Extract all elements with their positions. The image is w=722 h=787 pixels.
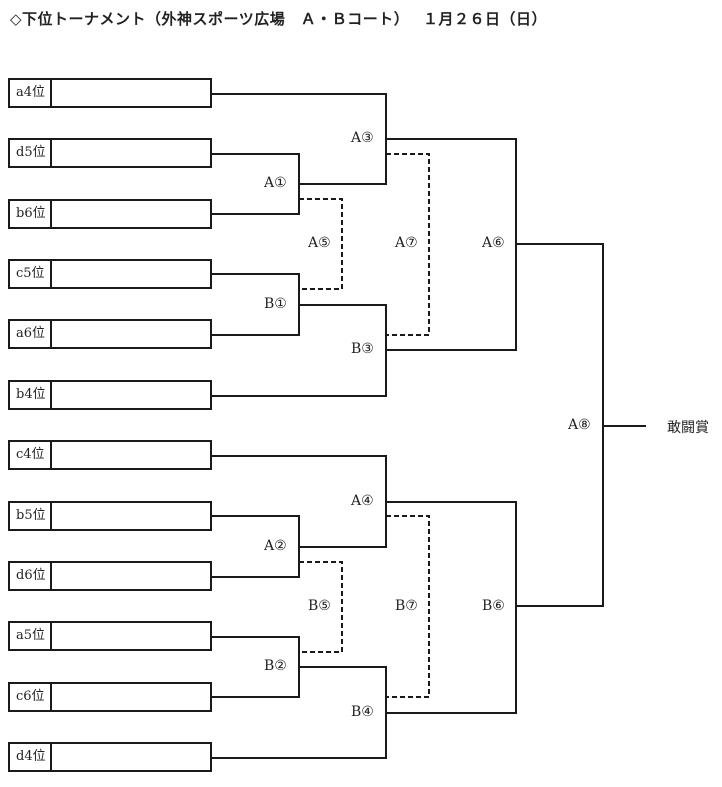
page-title: ◇下位トーナメント（外神スポーツ広場 Ａ・Ｂコート） １月２６日（日）	[10, 10, 547, 28]
entry-seed: a6位	[10, 321, 52, 347]
match-label-b3: B③	[349, 341, 376, 357]
entry-seed: d5位	[10, 140, 52, 166]
match-label-a8: A⑧	[566, 417, 593, 433]
match-label-b7: B⑦	[393, 598, 420, 614]
entry-seed: b5位	[10, 503, 52, 529]
entry-box: b4位	[8, 380, 212, 410]
entry-seed: c5位	[10, 261, 52, 287]
entry-seed: d6位	[10, 563, 52, 589]
award-label: 敢闘賞	[667, 420, 709, 436]
entry-seed: a5位	[10, 623, 52, 649]
match-label-a4: A④	[349, 493, 376, 509]
match-label-a7: A⑦	[393, 235, 420, 251]
entry-box: c4位	[8, 440, 212, 470]
entry-box: c6位	[8, 682, 212, 712]
entry-box: a6位	[8, 319, 212, 349]
match-label-b4: B④	[349, 704, 376, 720]
entry-box: d4位	[8, 742, 212, 772]
entry-seed: c4位	[10, 442, 52, 468]
entry-seed: a4位	[10, 80, 52, 106]
match-label-b5: B⑤	[306, 598, 333, 614]
entry-box: d6位	[8, 561, 212, 591]
bracket-line-b6	[386, 501, 517, 714]
match-label-b2: B②	[262, 658, 289, 674]
match-label-b1: B①	[262, 296, 289, 312]
match-label-b6: B⑥	[480, 598, 507, 614]
entry-box: c5位	[8, 259, 212, 289]
match-label-a2: A②	[262, 538, 289, 554]
bracket-line-b5	[299, 561, 343, 653]
entry-box: a4位	[8, 78, 212, 108]
entry-box: b6位	[8, 199, 212, 229]
match-label-a5: A⑤	[306, 235, 333, 251]
entry-seed: c6位	[10, 684, 52, 710]
entry-box: d5位	[8, 138, 212, 168]
entry-seed: b4位	[10, 382, 52, 408]
match-label-a3: A③	[349, 130, 376, 146]
bracket-line-a5	[299, 198, 343, 290]
entry-seed: b6位	[10, 201, 52, 227]
entry-seed: d4位	[10, 744, 52, 770]
entry-box: b5位	[8, 501, 212, 531]
match-label-a6: A⑥	[480, 235, 507, 251]
entry-box: a5位	[8, 621, 212, 651]
match-label-a1: A①	[262, 175, 289, 191]
